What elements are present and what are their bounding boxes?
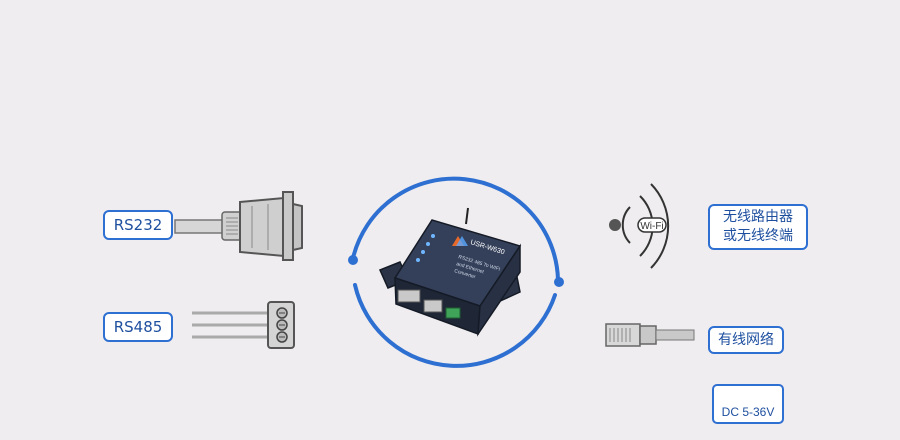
device-usr-w630: USR-W630 RS232 485 To WIFI and Ethernet … (378, 207, 522, 337)
dc-power-label: DC 5-36V (712, 384, 784, 424)
rs485-label: RS485 (103, 312, 173, 342)
ring-arc-bottom (353, 283, 557, 368)
wired-network-label: 有线网络 (708, 326, 784, 354)
wireless-router-label: 无线路由器 或无线终端 (708, 204, 808, 250)
wireless-label-line2: 或无线终端 (723, 228, 793, 244)
wifi-signal-icon: Wi-Fi (609, 183, 670, 269)
ring-dot-right (554, 277, 564, 287)
wireless-label-line1: 无线路由器 (723, 209, 793, 225)
terminal-block-icon (192, 301, 295, 349)
ethernet-plug-icon (605, 323, 695, 347)
db9-connector-icon (174, 191, 303, 261)
dc-power-text: DC 5-36V (721, 405, 775, 419)
wifi-badge-label: Wi-Fi (640, 221, 663, 232)
ring-arc-top (351, 176, 560, 282)
ring-dot-left (348, 255, 358, 265)
rs232-label: RS232 (103, 210, 173, 240)
